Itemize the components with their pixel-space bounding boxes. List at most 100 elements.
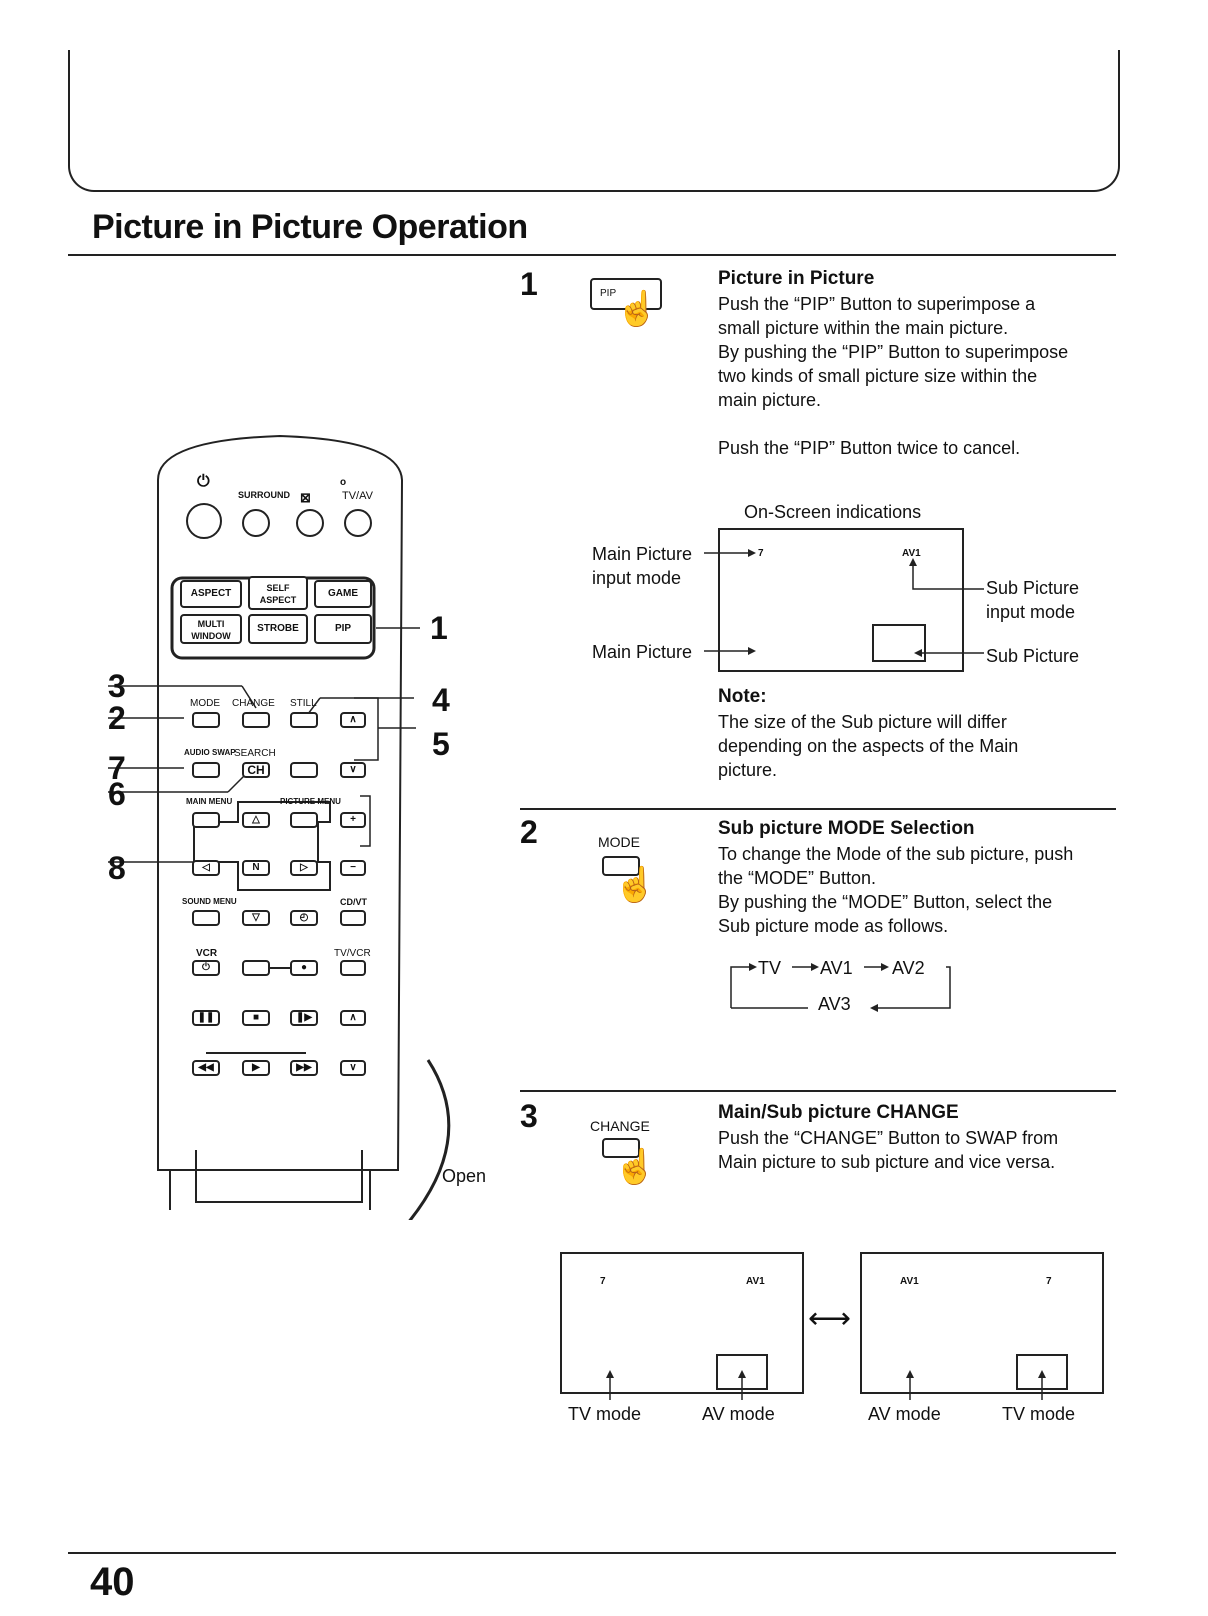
mode-label: MODE (190, 698, 220, 709)
record-button[interactable]: ● (290, 960, 318, 976)
mute-button[interactable] (296, 509, 324, 537)
step-2-mode-button (602, 856, 640, 876)
ch-down-button[interactable]: ∨ (340, 762, 366, 778)
slow-button[interactable]: ❚▶ (290, 1010, 318, 1026)
cycle-av1: AV1 (820, 958, 853, 978)
stop-button[interactable]: ■ (242, 1010, 270, 1026)
step-1-text-4: two kinds of small picture size within t… (718, 366, 1038, 386)
volume-down-button[interactable]: − (340, 860, 366, 876)
audio-swap-button[interactable] (192, 762, 220, 778)
right-arrow-button[interactable]: ▷ (290, 860, 318, 876)
onscreen-pointers (704, 549, 984, 657)
cycle-av3: AV3 (818, 994, 851, 1014)
timer-button[interactable] (290, 762, 318, 778)
aspect-button[interactable]: ASPECT (180, 580, 242, 608)
still-label: STILL (290, 698, 317, 709)
step-1-heading: Picture in Picture (718, 268, 875, 289)
tvvcr-button[interactable] (340, 960, 366, 976)
callout-8: 8 (108, 850, 126, 886)
down-arrow-button[interactable]: ▽ (242, 910, 270, 926)
callout-6: 6 (108, 776, 126, 812)
cycle-av2: AV2 (892, 958, 925, 978)
swap-left-ch: 7 (600, 1276, 606, 1287)
still-button[interactable] (290, 712, 318, 728)
vcr-label: VCR (196, 948, 218, 959)
main-picture-label: Main Picture (592, 642, 693, 662)
step-2-button-label: MODE (598, 834, 640, 850)
callout-2: 2 (108, 700, 126, 736)
vcr-ch-down-button[interactable]: ∨ (340, 1060, 366, 1076)
pause-button[interactable]: ❚❚ (192, 1010, 220, 1026)
game-button[interactable]: GAME (314, 580, 372, 608)
main-menu-button[interactable] (192, 812, 220, 828)
play-button[interactable]: ▶ (242, 1060, 270, 1076)
sound-menu-button[interactable] (192, 910, 220, 926)
surround-label: SURROUND (238, 490, 291, 500)
main-menu-label: MAIN MENU (186, 797, 233, 806)
swap-right-label-a: AV mode (868, 1404, 941, 1424)
self-aspect-button[interactable]: SELF ASPECT (248, 576, 308, 610)
vcr-power-button[interactable]: ⏻ (192, 960, 220, 976)
note-line-3: picture. (718, 760, 778, 780)
step-1-text-cancel: Push the “PIP” Button twice to cancel. (718, 438, 1021, 458)
rewind-button[interactable]: ◀◀ (192, 1060, 220, 1076)
callout-1: 1 (430, 610, 448, 646)
strobe-button[interactable]: STROBE (248, 614, 308, 644)
note-heading: Note: (718, 686, 767, 707)
pointing-hand-icon: ☝ (616, 290, 659, 328)
sub-input-label-2: input mode (986, 602, 1076, 622)
onscreen-ch: 7 (758, 548, 764, 559)
step-3-rule (520, 1090, 1116, 1092)
swap-right-av: 7 (1046, 1276, 1052, 1287)
step-3-text-1: Push the “CHANGE” Button to SWAP from (718, 1128, 1059, 1148)
swap-left-label-b: AV mode (702, 1404, 775, 1424)
step-2-rule (520, 808, 1116, 810)
step-3-number: 3 (520, 1098, 538, 1134)
up-arrow-button[interactable]: △ (242, 812, 270, 828)
mute-icon: ⊠ (300, 490, 311, 505)
step-2-text-4: Sub picture mode as follows. (718, 916, 949, 936)
swap-arrow-icon: ⟷ (808, 1302, 852, 1335)
power-button[interactable] (186, 503, 222, 539)
ch-up-button[interactable]: ∧ (340, 712, 366, 728)
swap-left-av: AV1 (746, 1276, 765, 1287)
n-button[interactable]: N (242, 860, 270, 876)
step-2-text-2: the “MODE” Button. (718, 868, 877, 888)
power-icon: ⏻ (197, 473, 210, 490)
pip-button[interactable]: PIP (314, 614, 372, 644)
mode-button[interactable] (192, 712, 220, 728)
step-3-heading: Main/Sub picture CHANGE (718, 1102, 959, 1123)
step-3-button-label: CHANGE (590, 1118, 650, 1134)
change-button[interactable] (242, 712, 270, 728)
page-title: Picture in Picture Operation (92, 208, 528, 246)
multi-window-button[interactable]: MULTI WINDOW (180, 614, 242, 644)
cdvt-label: CD/VT (340, 897, 367, 907)
record-link-line (270, 967, 290, 969)
main-input-label-1: Main Picture (592, 544, 693, 564)
search-ch-button[interactable]: CH (242, 762, 270, 778)
footer-rule (68, 1552, 1116, 1554)
note-line-2: depending on the aspects of the Main (718, 736, 1019, 756)
surround-button[interactable] (242, 509, 270, 537)
cdvt-button[interactable] (340, 910, 366, 926)
volume-up-button[interactable]: + (340, 812, 366, 828)
step-1-number: 1 (520, 266, 538, 302)
sound-menu-label: SOUND MENU (182, 897, 237, 906)
main-input-label-2: input mode (592, 568, 682, 588)
onscreen-title: On-Screen indications (744, 502, 922, 522)
step-2-text-1: To change the Mode of the sub picture, p… (718, 844, 1074, 864)
fast-forward-button[interactable]: ▶▶ (290, 1060, 318, 1076)
tvvcr-label: TV/VCR (334, 948, 371, 959)
page-number: 40 (90, 1560, 135, 1604)
vcr-ch-up-button[interactable]: ∧ (340, 1010, 366, 1026)
timer-clock-button[interactable]: ◴ (290, 910, 318, 926)
tvav-button[interactable] (344, 509, 372, 537)
tvav-label: TV/AV (342, 490, 373, 502)
mode-cycle-arrows (730, 963, 951, 1012)
left-arrow-button[interactable]: ◁ (192, 860, 220, 876)
picture-menu-button[interactable] (290, 812, 318, 828)
picture-menu-label: PICTURE MENU (280, 797, 341, 806)
swap-pointers (606, 1370, 1046, 1400)
step-3-change-button (602, 1138, 640, 1158)
vcr-blank-button[interactable] (242, 960, 270, 976)
